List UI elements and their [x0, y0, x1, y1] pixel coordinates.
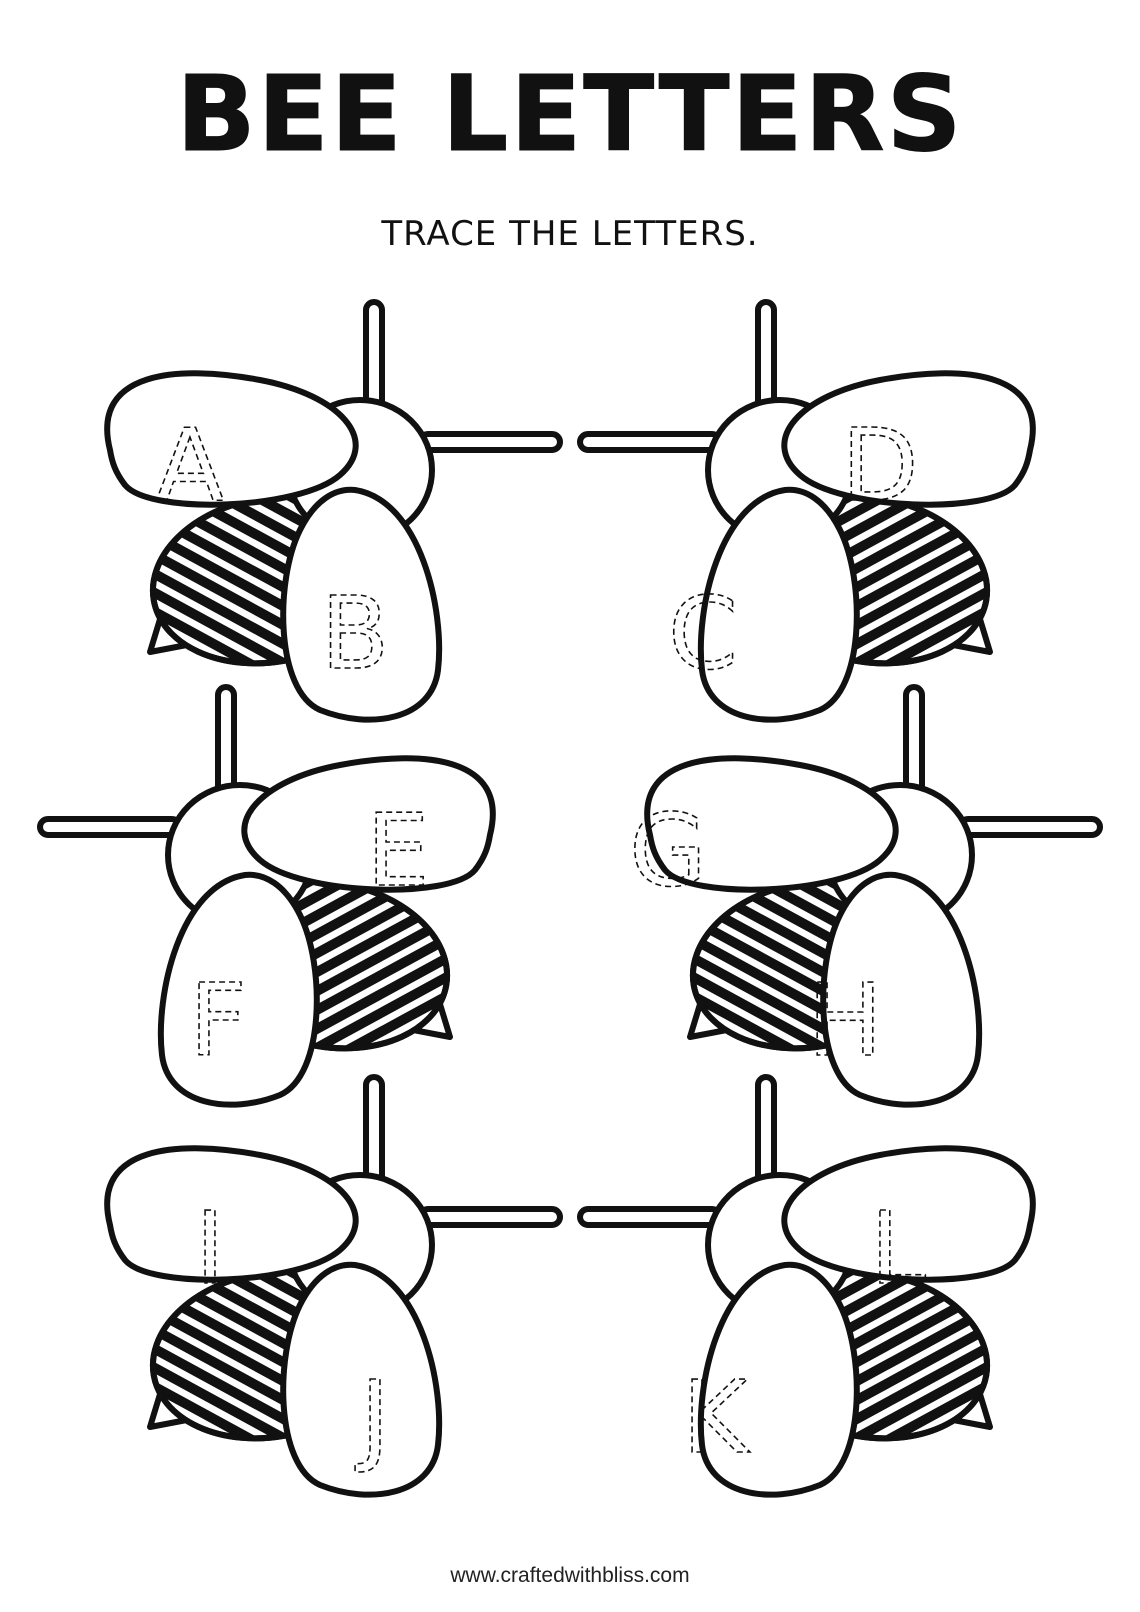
trace-letter-bottom[interactable]: F	[188, 961, 247, 1080]
trace-letter-bottom[interactable]: H	[807, 961, 884, 1080]
bee-body-graphic	[104, 1074, 563, 1498]
bottom-wing	[820, 871, 983, 1108]
antenna	[417, 1206, 563, 1228]
top-wing	[104, 1145, 359, 1283]
trace-letter-bottom[interactable]: K	[681, 1358, 751, 1477]
antenna	[957, 816, 1103, 838]
top-wing	[104, 370, 359, 508]
top-wing	[781, 1145, 1036, 1283]
antenna	[37, 816, 183, 838]
website-footer: www.craftedwithbliss.com	[450, 1564, 690, 1587]
worksheet-instruction: TRACE THE LETTERS.	[381, 214, 759, 254]
bee-body-graphic	[37, 684, 496, 1108]
trace-letter-top[interactable]: I	[194, 1189, 225, 1308]
bottom-wing	[280, 1261, 443, 1498]
trace-letter-bottom[interactable]: B	[320, 574, 390, 693]
trace-letter-top[interactable]: L	[869, 1189, 927, 1308]
trace-letter-bottom[interactable]: J	[353, 1358, 390, 1477]
bee-body-graphic	[104, 299, 563, 723]
bee-body-graphic	[644, 684, 1103, 1108]
bee-1: AB	[104, 299, 563, 723]
bee-6: LK	[577, 1074, 1036, 1498]
trace-letter-top[interactable]: E	[366, 791, 431, 910]
bottom-wing	[280, 486, 443, 723]
trace-letter-top[interactable]: D	[841, 406, 920, 525]
bee-2: DC	[577, 299, 1036, 723]
top-wing	[781, 370, 1036, 508]
bee-5: IJ	[104, 1074, 563, 1498]
bottom-wing	[697, 486, 860, 723]
bottom-wing	[157, 871, 320, 1108]
bottom-wing	[697, 1261, 860, 1498]
trace-letter-top[interactable]: G	[628, 791, 707, 910]
bee-body-graphic	[577, 1074, 1036, 1498]
trace-letter-top[interactable]: A	[155, 406, 225, 525]
antenna	[417, 431, 563, 453]
top-wing	[241, 755, 496, 893]
trace-letter-bottom[interactable]: C	[667, 574, 738, 693]
antenna	[577, 431, 723, 453]
bee-body-graphic	[577, 299, 1036, 723]
top-wing	[644, 755, 899, 893]
bee-4: GH	[628, 684, 1103, 1108]
worksheet-title: BEE LETTERS	[176, 53, 964, 175]
antenna	[577, 1206, 723, 1228]
bee-3: EF	[37, 684, 496, 1108]
